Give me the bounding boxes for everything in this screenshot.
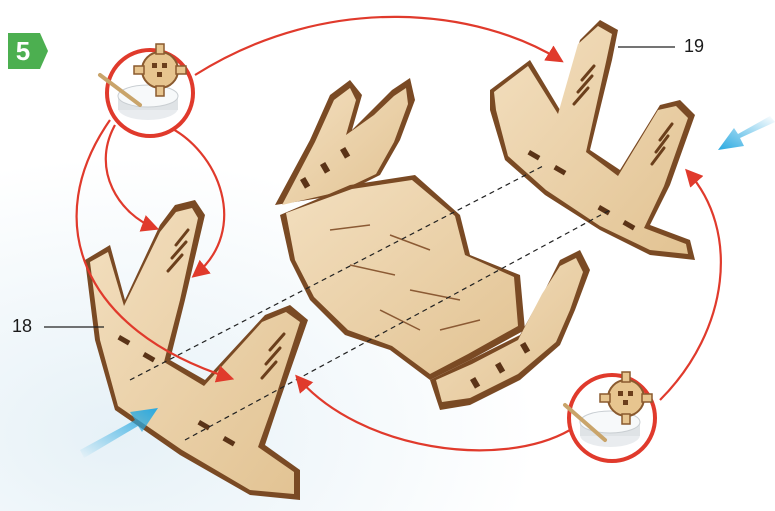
part-19-panel bbox=[490, 20, 695, 260]
part-18-label: 18 bbox=[12, 316, 32, 337]
part-18-panel bbox=[85, 200, 308, 500]
push-arrow-icon bbox=[718, 116, 775, 150]
step-number: 5 bbox=[8, 33, 38, 69]
push-arrow-icon bbox=[80, 408, 158, 458]
part-19-label: 19 bbox=[684, 36, 704, 57]
